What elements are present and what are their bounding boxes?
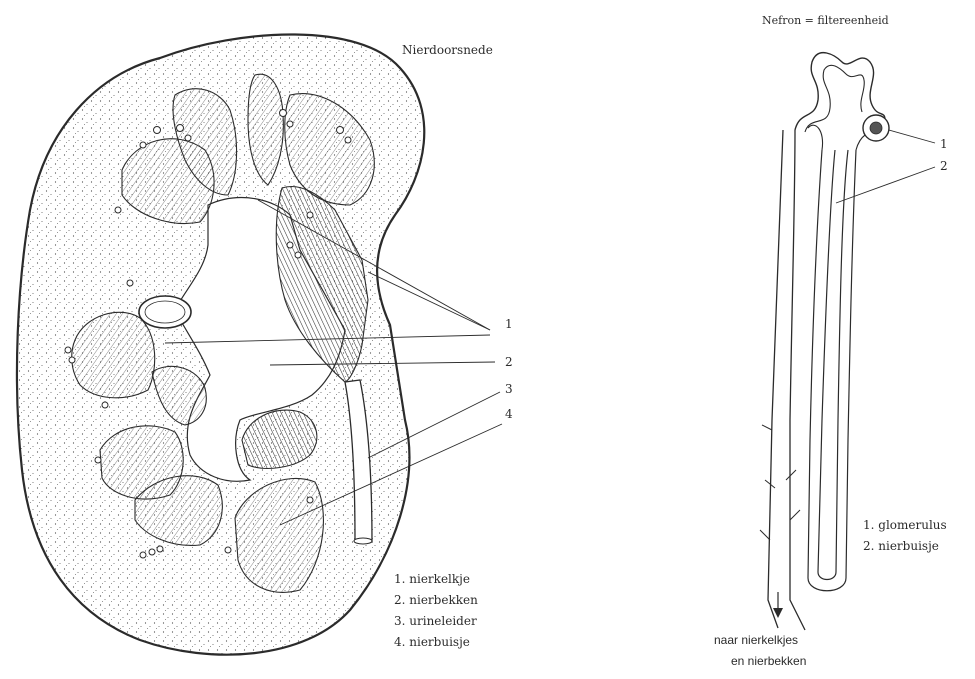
kidney-title: Nierdoorsnede [402,44,493,56]
nephron-callout-1: 1 [940,138,948,150]
kidney-callout-3: 3 [505,383,513,395]
kidney-callout-1: 1 [505,318,513,330]
kidney-legend-item: 3. urineleider [394,615,477,627]
nephron-callout-2: 2 [940,160,948,172]
nephron-title: Nefron = filtereenheid [762,15,889,26]
outflow-label-line-1: naar nierkelkjes [714,634,798,646]
kidney-callout-2: 2 [505,356,513,368]
collecting-duct [768,130,805,630]
kidney-legend-item: 4. nierbuisje [394,636,470,648]
outflow-label-line-2: en nierbekken [731,655,806,667]
kidney-callout-4: 4 [505,408,513,420]
kidney-legend-item: 2. nierbekken [394,594,478,606]
kidney-section [17,34,502,654]
loop-of-henle [808,150,856,591]
nephron-legend-item: 2. nierbuisje [863,540,939,552]
nephron-legend-item: 1. glomerulus [863,519,947,531]
kidney-legend-item: 1. nierkelkje [394,573,470,585]
